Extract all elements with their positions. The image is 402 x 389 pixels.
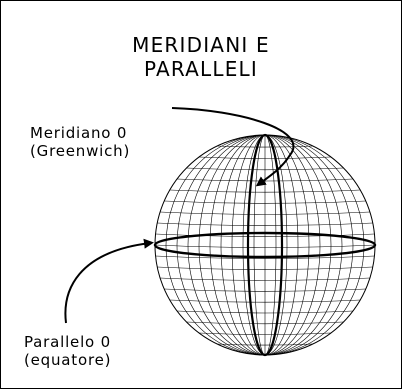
- equator-arrow: [65, 243, 150, 323]
- meridian-grid-lines: [166, 135, 364, 355]
